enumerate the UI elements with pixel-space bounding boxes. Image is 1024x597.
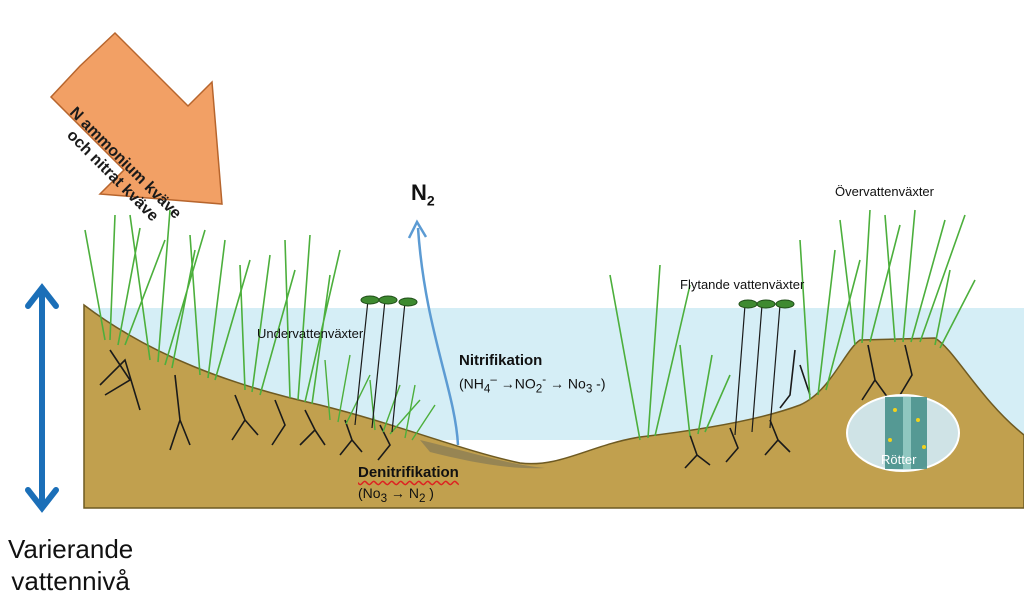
water-level-label: Varierande vattennivå: [8, 533, 133, 597]
undervatten-label: Undervattenväxter: [257, 326, 364, 341]
n2-sub: 2: [426, 192, 435, 209]
nitrifikation-title: Nitrifikation: [459, 352, 543, 369]
overvatten-label: Övervattenväxter: [835, 184, 934, 199]
emergent-plants-left: [84, 209, 341, 405]
floating-plant-stems: [354, 299, 781, 436]
n2-upward-arrow: [416, 227, 460, 446]
emergent-plants-right: [609, 209, 976, 441]
n2-main: N: [411, 180, 427, 205]
submerged-plants: [324, 354, 436, 441]
water-level-line1: Varierande: [8, 534, 134, 564]
incoming-nitrogen-arrow: [49, 31, 223, 205]
water-level-arrow: [25, 283, 59, 513]
flytande-label: Flytande vattenväxter: [680, 277, 805, 292]
denitrifikation-title: Denitrifikation: [358, 464, 459, 481]
water-level-line2: vattennivå: [11, 566, 130, 596]
sediment-pocket: [420, 440, 545, 469]
floating-leaves: [360, 295, 795, 309]
roots-magnifier: [846, 394, 960, 472]
n2-label: N2: [411, 180, 435, 208]
nitrifikation-formula: (NH4– →NO2- → No3 -): [459, 373, 606, 396]
dark-roots: [99, 344, 913, 469]
rotter-label: Rötter: [881, 452, 917, 467]
n2-arrowhead: [407, 219, 428, 239]
denitrifikation-formula: (No3 → N2 ): [358, 485, 434, 505]
